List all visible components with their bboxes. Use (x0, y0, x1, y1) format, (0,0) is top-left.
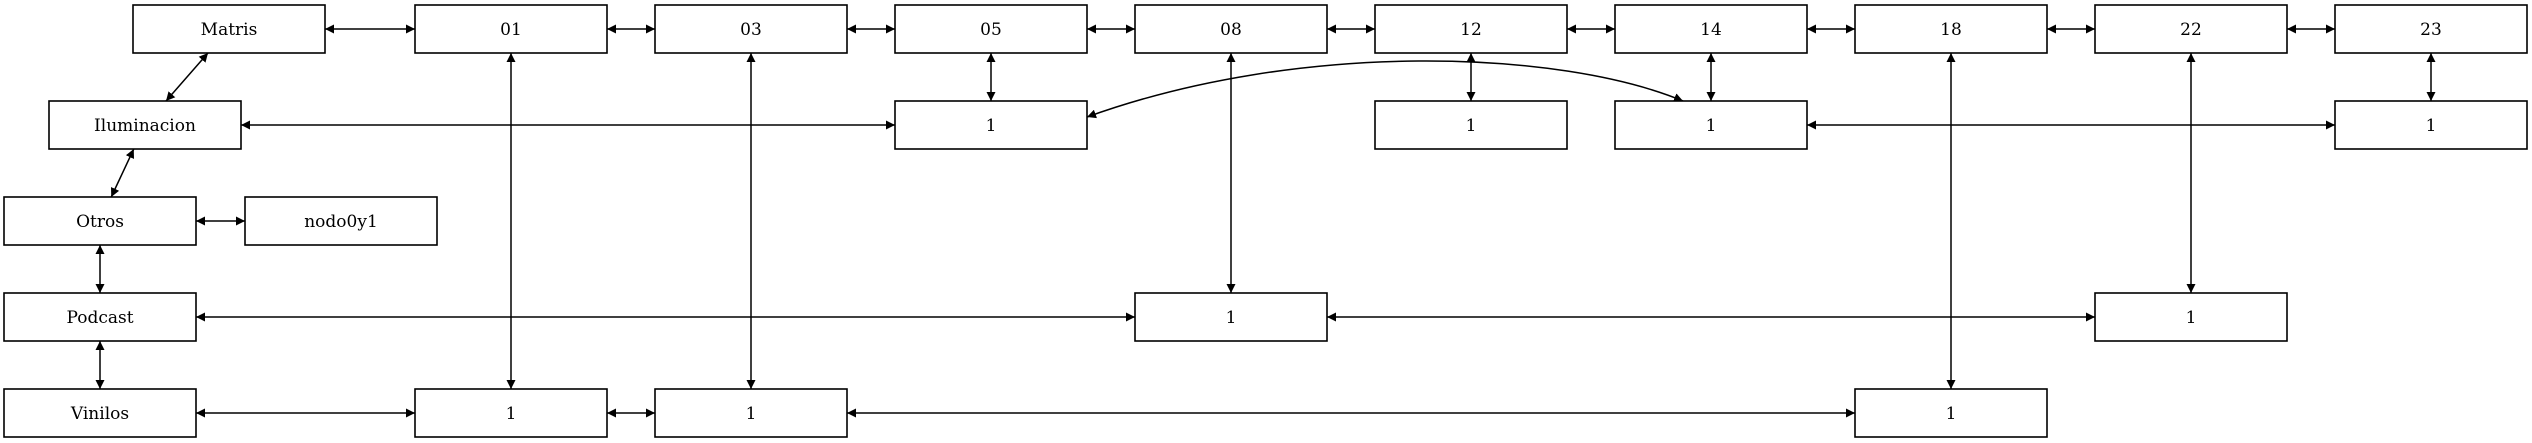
node-v18: 1 (1854, 388, 2048, 438)
node-label: 1 (2426, 116, 2437, 136)
node-box (654, 388, 848, 438)
node-label: 1 (506, 404, 517, 424)
node-label: 1 (1946, 404, 1957, 424)
node-label: 22 (2180, 20, 2202, 40)
node-box (1614, 4, 1808, 54)
node-box (244, 196, 438, 246)
node-label: 23 (2420, 20, 2442, 40)
node-h14: 14 (1614, 4, 1808, 54)
node-p08: 1 (1134, 292, 1328, 342)
node-label: 01 (500, 20, 522, 40)
node-box (48, 100, 242, 150)
edge-i05-i14 (1086, 60, 1684, 119)
node-iluminacion: Iluminacion (48, 100, 242, 150)
edge-iluminacion-otros (110, 148, 135, 198)
node-label: 14 (1700, 20, 1722, 40)
node-label: 1 (2186, 308, 2197, 328)
node-otros: Otros (3, 196, 197, 246)
node-h03: 03 (654, 4, 848, 54)
node-label: 12 (1460, 20, 1482, 40)
node-h23: 23 (2334, 4, 2528, 54)
node-box (2334, 100, 2528, 150)
node-v01: 1 (414, 388, 608, 438)
node-box (1134, 4, 1328, 54)
node-podcast: Podcast (3, 292, 197, 342)
node-box (3, 196, 197, 246)
node-h18: 18 (1854, 4, 2048, 54)
edges (95, 24, 2436, 418)
node-box (894, 4, 1088, 54)
node-box (414, 4, 608, 54)
node-h22: 22 (2094, 4, 2288, 54)
node-box (894, 100, 1088, 150)
node-label: 1 (986, 116, 997, 136)
node-box (2094, 292, 2288, 342)
node-box (1854, 4, 2048, 54)
node-box (132, 4, 326, 54)
node-label: Matris (201, 20, 258, 40)
node-label: Podcast (66, 308, 133, 328)
node-i23: 1 (2334, 100, 2528, 150)
node-label: 08 (1220, 20, 1242, 40)
node-label: 03 (740, 20, 762, 40)
node-v03: 1 (654, 388, 848, 438)
node-p22: 1 (2094, 292, 2288, 342)
node-box (3, 388, 197, 438)
node-h12: 12 (1374, 4, 1568, 54)
node-box (1854, 388, 2048, 438)
node-matris: Matris (132, 4, 326, 54)
node-label: Vinilos (70, 404, 129, 424)
node-box (3, 292, 197, 342)
node-vinilos: Vinilos (3, 388, 197, 438)
edge-matris-iluminacion (165, 52, 209, 102)
node-label: Otros (76, 212, 124, 232)
node-i14: 1 (1614, 100, 1808, 150)
node-box (414, 388, 608, 438)
node-label: Iluminacion (94, 116, 196, 136)
node-box (654, 4, 848, 54)
node-label: 1 (1706, 116, 1717, 136)
node-box (1614, 100, 1808, 150)
node-label: 1 (1226, 308, 1237, 328)
node-box (2334, 4, 2528, 54)
node-label: nodo0y1 (304, 212, 378, 232)
node-box (1134, 292, 1328, 342)
node-nodo0y1: nodo0y1 (244, 196, 438, 246)
node-i05: 1 (894, 100, 1088, 150)
node-h05: 05 (894, 4, 1088, 54)
node-label: 1 (746, 404, 757, 424)
node-label: 1 (1466, 116, 1477, 136)
node-i12: 1 (1374, 100, 1568, 150)
node-label: 05 (980, 20, 1002, 40)
node-box (2094, 4, 2288, 54)
node-h01: 01 (414, 4, 608, 54)
node-h08: 08 (1134, 4, 1328, 54)
node-box (1374, 100, 1568, 150)
node-box (1374, 4, 1568, 54)
node-label: 18 (1940, 20, 1962, 40)
